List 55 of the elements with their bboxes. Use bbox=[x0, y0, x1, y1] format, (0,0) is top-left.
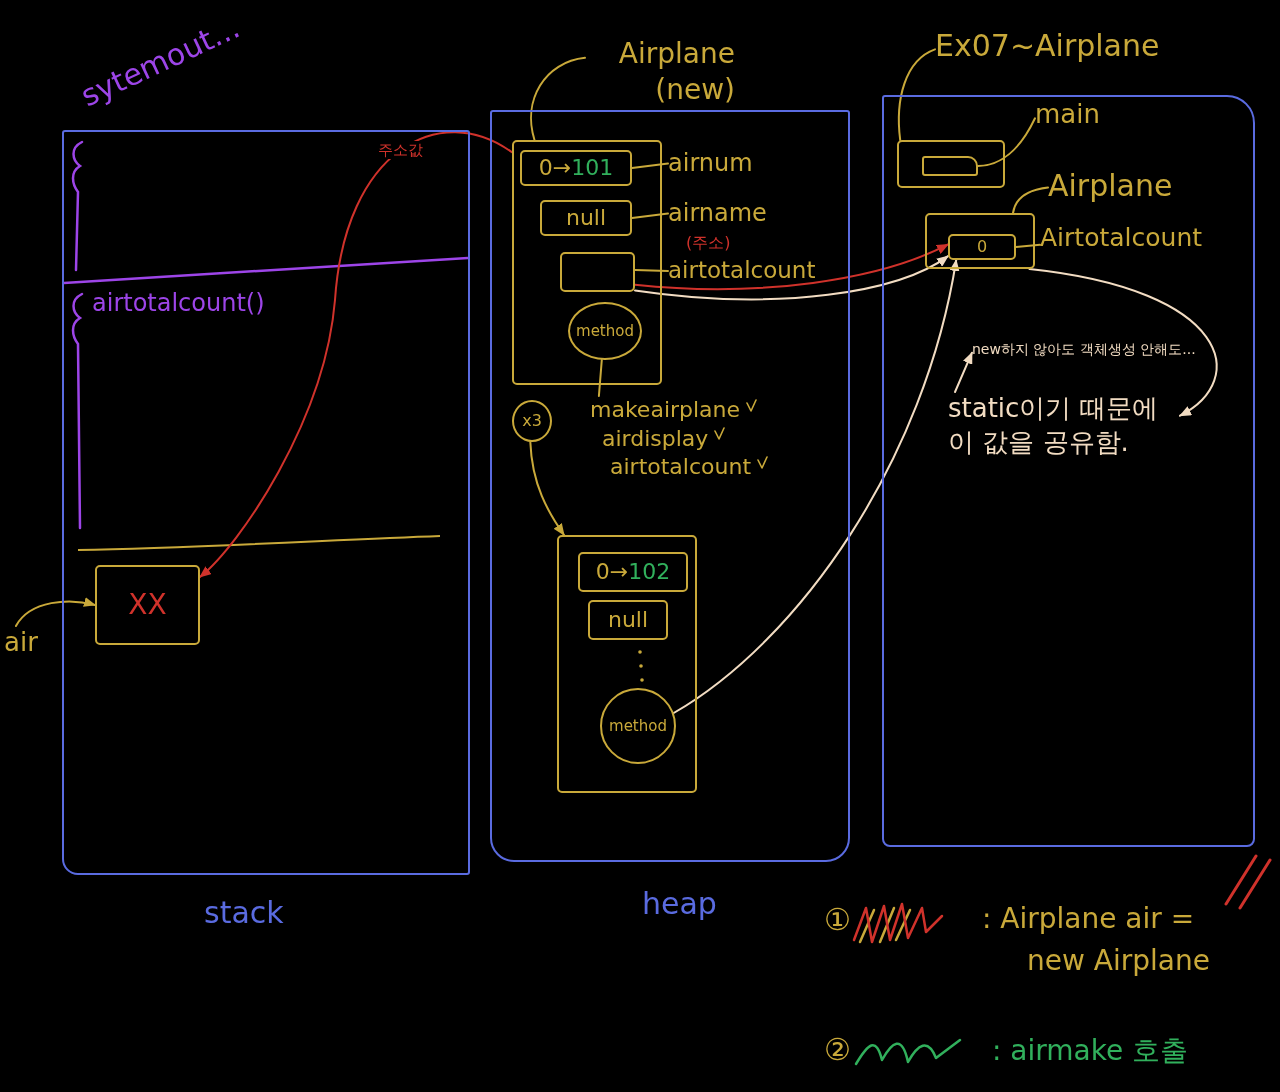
field-slot: null bbox=[588, 600, 668, 640]
leader-line bbox=[597, 358, 603, 397]
static-field-slot: 0 bbox=[948, 234, 1016, 260]
legend-text: : Airplane air = new Airplane bbox=[982, 901, 1211, 979]
method-oval: method bbox=[568, 302, 642, 360]
arrow bbox=[954, 351, 973, 393]
field-name-label: Airtotalcount bbox=[1040, 222, 1203, 255]
leader-line bbox=[631, 212, 669, 219]
legend-number: ① bbox=[824, 902, 851, 938]
arrow bbox=[634, 255, 949, 301]
class-label: main bbox=[1035, 98, 1100, 132]
note-text: new하지 않아도 객체생성 안해도... bbox=[972, 340, 1202, 359]
object-box bbox=[557, 535, 697, 793]
arrow bbox=[1028, 268, 1218, 417]
panel-heading: heap bbox=[642, 886, 717, 922]
arrow bbox=[199, 131, 513, 578]
leader-line bbox=[897, 48, 936, 141]
field-name-label: airnum bbox=[668, 148, 753, 180]
legend-number: ② bbox=[824, 1032, 851, 1068]
leader-line bbox=[631, 162, 669, 169]
leader-line bbox=[530, 56, 586, 141]
method-name: airdisplay bbox=[602, 424, 709, 453]
field-name-label: airname bbox=[668, 198, 767, 230]
arrow bbox=[634, 243, 949, 291]
method-oval: method bbox=[600, 688, 676, 764]
arrow bbox=[529, 440, 565, 536]
leader-line bbox=[977, 117, 1036, 167]
field-slot: null bbox=[540, 200, 632, 236]
class-box bbox=[897, 140, 1005, 188]
method-name: airtotalcount bbox=[610, 453, 751, 482]
legend-text: : airmake 호출 bbox=[992, 1033, 1190, 1069]
count-circle: x3 bbox=[512, 400, 552, 442]
static-area-panel bbox=[882, 95, 1255, 847]
leader-line bbox=[1012, 186, 1049, 214]
class-box bbox=[925, 213, 1035, 269]
leader-line bbox=[1015, 243, 1041, 248]
field-slot: 0→102 bbox=[578, 552, 688, 592]
arrow bbox=[14, 597, 96, 627]
reference-variable-slot: XX bbox=[95, 565, 200, 645]
object-label: Airplane (new) bbox=[585, 36, 735, 109]
arrow bbox=[672, 259, 959, 714]
note-text: static이기 때문에 이 값을 공유함. bbox=[948, 392, 1180, 460]
note-text: (주소) bbox=[686, 233, 731, 253]
field-slot: 0→101 bbox=[520, 150, 632, 186]
method-slot bbox=[922, 156, 978, 176]
leader-line bbox=[634, 269, 669, 272]
field-name-label: airtotalcount bbox=[668, 256, 816, 285]
method-name: makeairplane bbox=[590, 396, 741, 424]
class-label: Airplane bbox=[1048, 166, 1173, 205]
variable-name: air bbox=[4, 626, 38, 660]
class-label: Ex07~Airplane bbox=[935, 26, 1160, 65]
object-box bbox=[512, 140, 662, 385]
panel-heading: stack bbox=[204, 895, 284, 931]
field-slot bbox=[560, 252, 635, 292]
frame-label: airtotalcount() bbox=[92, 289, 265, 318]
